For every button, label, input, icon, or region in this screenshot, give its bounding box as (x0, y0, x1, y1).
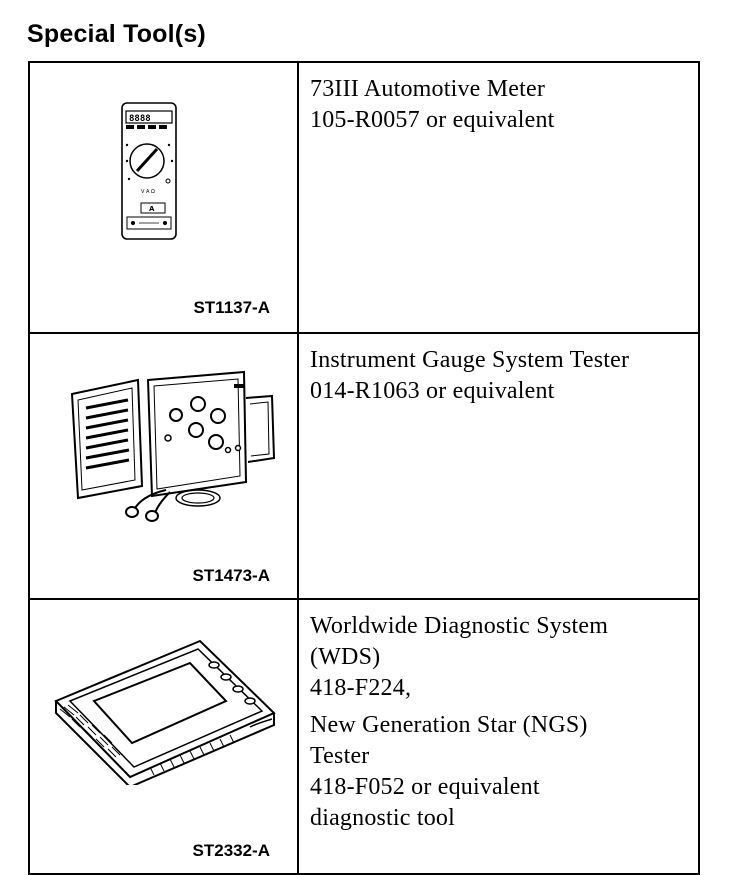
tool-description-cell: 73III Automotive Meter 105-R0057 or equi… (297, 61, 700, 334)
gauge-tester-illustration (70, 370, 276, 522)
tool-image-cell: 8888 V A Ω A ST113 (28, 61, 299, 334)
svg-text:V A Ω: V A Ω (141, 189, 155, 195)
tool-image-cell: ST2332-A (28, 598, 299, 875)
tool-reference-label: ST1137-A (193, 298, 270, 317)
svg-text:A: A (149, 205, 155, 213)
tool-name-continued: Tester (310, 743, 370, 769)
table-row: 8888 V A Ω A ST113 (28, 61, 700, 334)
table-row: ST2332-A Worldwide Diagnostic System (WD… (28, 598, 700, 875)
page-title: Special Tool(s) (27, 20, 206, 48)
tool-part-number: 105-R0057 or equivalent (310, 107, 555, 133)
tool-name-abbreviation: (WDS) (310, 644, 381, 670)
tool-image-cell: ST1473-A (28, 332, 299, 600)
tool-reference-label: ST2332-A (192, 841, 270, 860)
tool-part-number: 014-R1063 or equivalent (310, 378, 555, 404)
diagnostic-tool-illustration (54, 639, 276, 785)
tool-part-number: 418-F224, (310, 675, 412, 701)
tool-description-cell: Instrument Gauge System Tester 014-R1063… (297, 332, 700, 600)
svg-text:8888: 8888 (129, 114, 151, 124)
tool-part-number: 418-F052 or equivalent (310, 774, 540, 800)
special-tools-table: 8888 V A Ω A ST113 (28, 61, 700, 875)
multimeter-illustration: 8888 V A Ω A (121, 102, 177, 240)
tool-name: 73III Automotive Meter (310, 76, 546, 102)
tool-name: Worldwide Diagnostic System (310, 613, 609, 639)
tool-reference-label: ST1473-A (192, 566, 270, 585)
tool-name: New Generation Star (NGS) (310, 712, 588, 738)
tool-name: Instrument Gauge System Tester (310, 347, 630, 373)
table-row: ST1473-A Instrument Gauge System Tester … (28, 332, 700, 600)
tool-description-cell: Worldwide Diagnostic System (WDS) 418-F2… (297, 598, 700, 875)
tool-part-number-continued: diagnostic tool (310, 805, 455, 831)
